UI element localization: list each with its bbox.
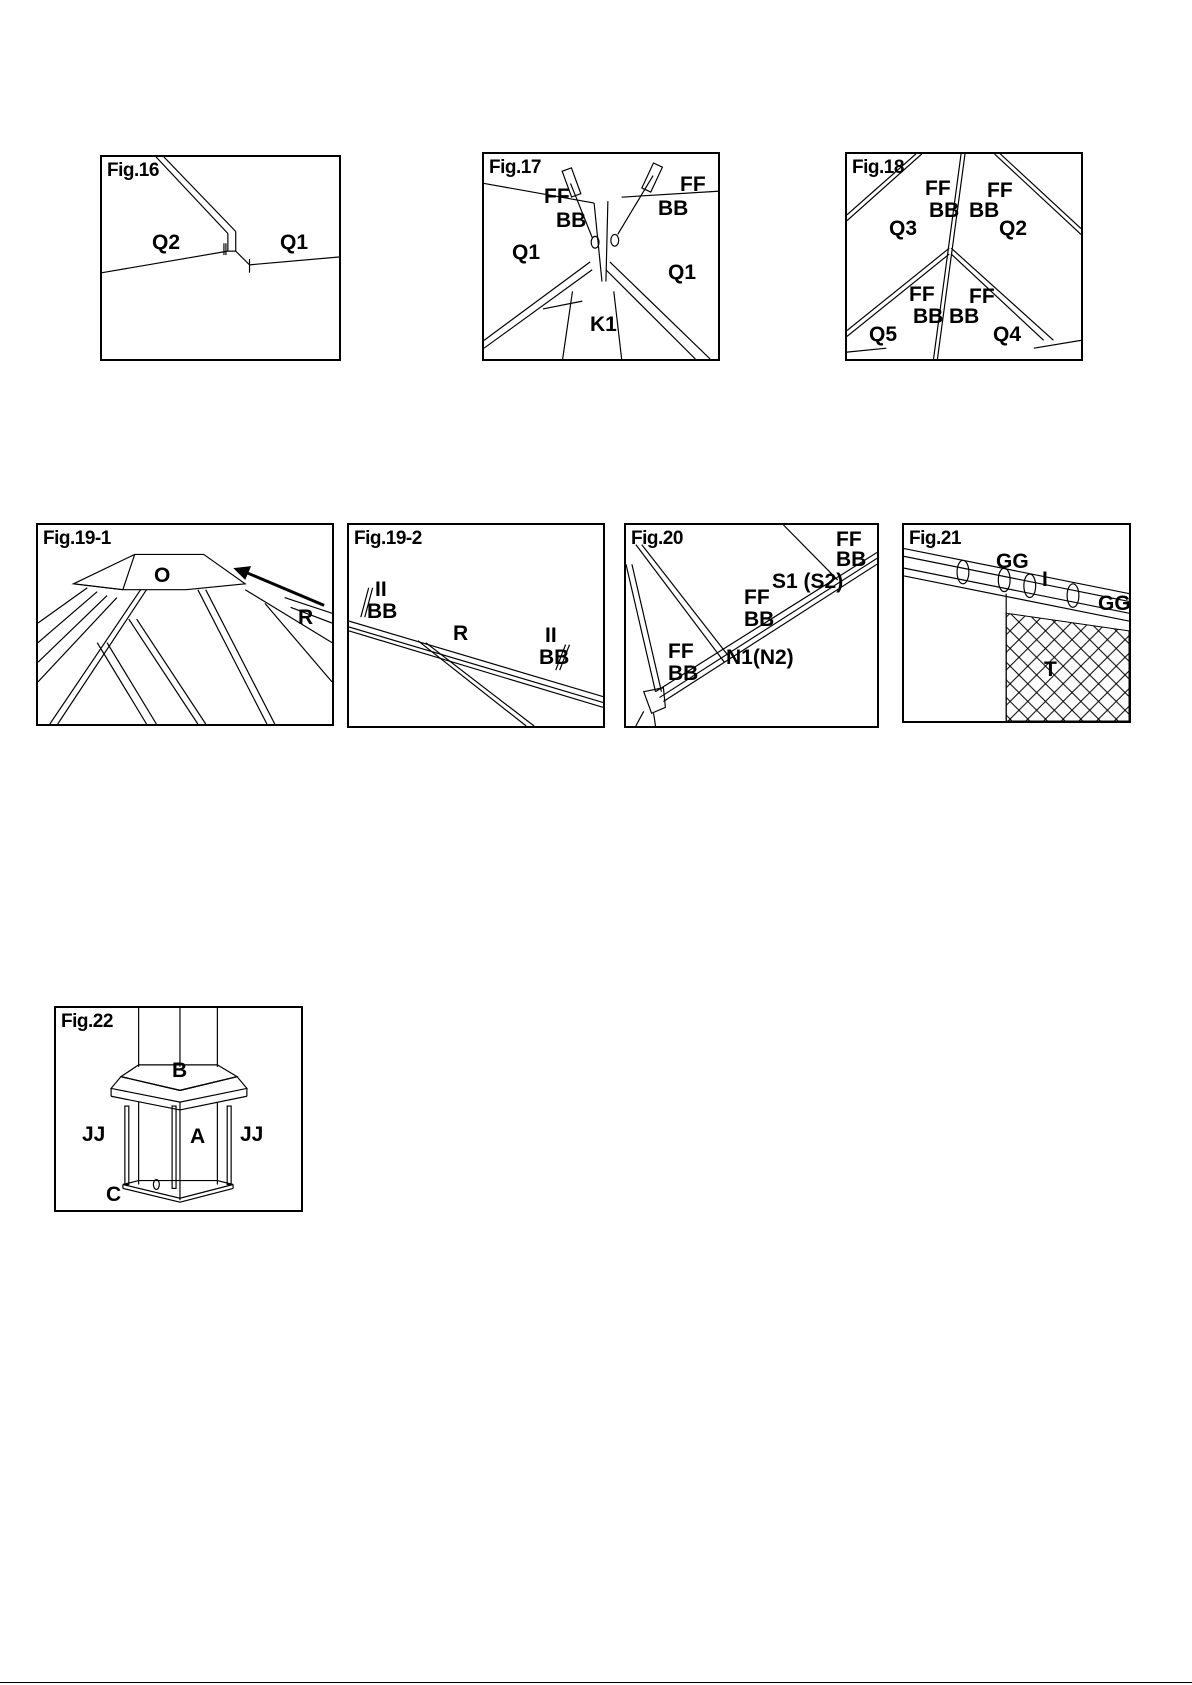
part-label: S1 (S2) <box>772 571 843 592</box>
figure-title: Fig.19-2 <box>354 528 422 550</box>
figure-16: Fig.16 Q2 Q1 <box>100 155 341 361</box>
part-label: Q2 <box>152 232 180 253</box>
part-label: BB <box>913 306 943 327</box>
figure-20: Fig.20 FF BB S1 (S2) FF BB FF BB N1(N2) <box>624 523 879 728</box>
part-label: FF <box>909 284 935 305</box>
part-label: FF <box>544 186 570 207</box>
part-label: II <box>375 579 387 600</box>
part-label: I <box>1042 569 1048 590</box>
page-bottom-rule <box>0 1682 1192 1683</box>
part-label: N1(N2) <box>726 647 794 668</box>
part-label: BB <box>367 601 397 622</box>
part-label: BB <box>929 200 959 221</box>
figure-21: Fig.21 GG I GG T <box>902 523 1131 723</box>
figure-19-1-drawing <box>38 525 332 724</box>
part-label: R <box>453 623 468 644</box>
part-label: Q5 <box>869 324 897 345</box>
part-label: B <box>172 1060 187 1081</box>
part-label: JJ <box>240 1124 263 1145</box>
part-label: BB <box>668 663 698 684</box>
figure-16-drawing <box>102 157 339 359</box>
figure-18: Fig.18 FF BB FF BB Q3 Q2 FF BB FF BB Q5 … <box>845 152 1083 361</box>
part-label: BB <box>658 198 688 219</box>
figure-title: Fig.20 <box>631 528 683 550</box>
part-label: Q3 <box>889 218 917 239</box>
part-label: GG <box>996 551 1029 572</box>
part-label: T <box>1044 659 1057 680</box>
part-label: BB <box>556 210 586 231</box>
part-label: FF <box>680 174 706 195</box>
figure-22-drawing <box>56 1008 301 1210</box>
part-label: GG <box>1098 593 1131 614</box>
figure-title: Fig.19-1 <box>43 528 111 550</box>
figure-17: Fig.17 FF BB FF BB Q1 Q1 K1 <box>482 152 720 361</box>
part-label: R <box>298 607 313 628</box>
part-label: BB <box>949 306 979 327</box>
part-label: Q2 <box>999 218 1027 239</box>
part-label: C <box>106 1184 121 1205</box>
figure-title: Fig.18 <box>852 157 904 179</box>
part-label: FF <box>836 529 862 550</box>
figure-title: Fig.22 <box>61 1011 113 1033</box>
figure-title: Fig.21 <box>909 528 961 550</box>
part-label: FF <box>987 180 1013 201</box>
part-label: FF <box>668 641 694 662</box>
part-label: BB <box>744 609 774 630</box>
part-label: FF <box>744 587 770 608</box>
part-label: K1 <box>590 314 617 335</box>
part-label: BB <box>969 200 999 221</box>
part-label: O <box>154 565 170 586</box>
part-label: FF <box>925 178 951 199</box>
figure-19-2: Fig.19-2 II BB R II BB <box>347 523 605 728</box>
part-label: II <box>545 625 557 646</box>
figure-19-2-drawing <box>349 525 603 726</box>
figure-22: Fig.22 B JJ A JJ C <box>54 1006 303 1212</box>
figure-19-1: Fig.19-1 O R <box>36 523 334 726</box>
part-label: Q1 <box>280 232 308 253</box>
part-label: FF <box>969 286 995 307</box>
part-label: Q1 <box>668 262 696 283</box>
figure-title: Fig.17 <box>489 157 541 179</box>
part-label: JJ <box>82 1124 105 1145</box>
part-label: BB <box>539 647 569 668</box>
part-label: Q4 <box>993 324 1021 345</box>
part-label: BB <box>836 549 866 570</box>
part-label: A <box>190 1126 205 1147</box>
part-label: Q1 <box>512 242 540 263</box>
figure-title: Fig.16 <box>107 160 159 182</box>
